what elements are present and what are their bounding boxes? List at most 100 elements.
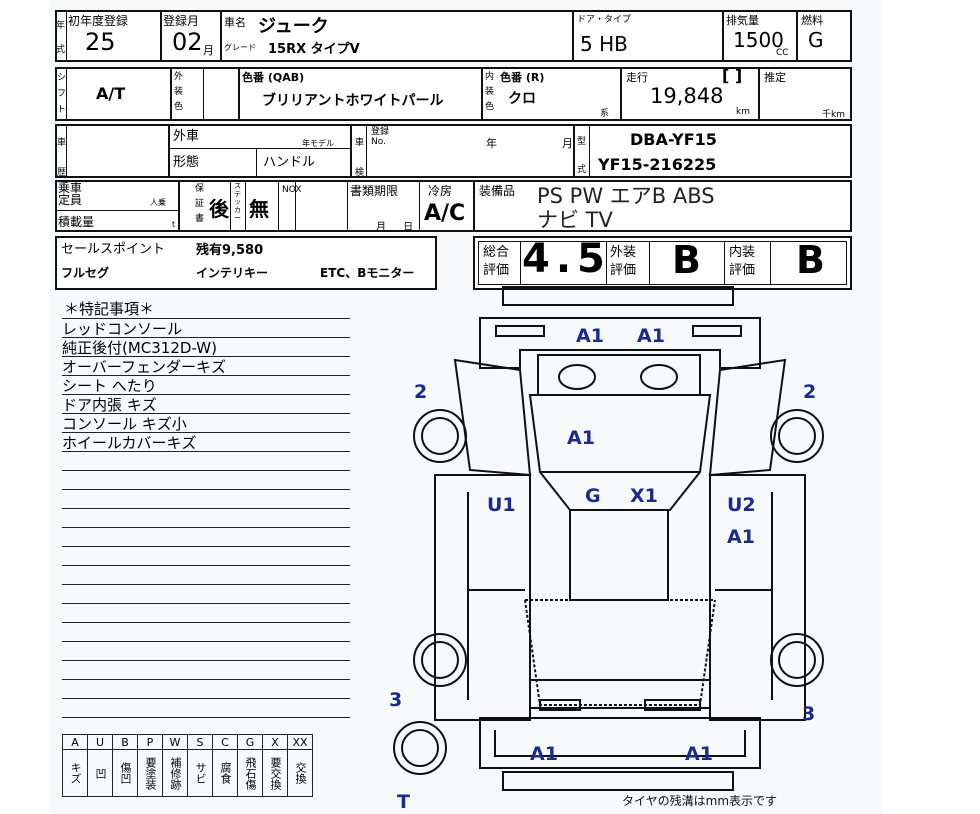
mark-roof: X1: [630, 485, 658, 507]
notes-rule-line: [62, 641, 350, 642]
note-item: ドア内張 キズ: [62, 396, 157, 414]
overall-score: 4.5: [522, 236, 611, 282]
estimate-label: 推定: [764, 71, 786, 84]
notes-rule-line: [62, 489, 350, 490]
estimate-unit: 千km: [822, 110, 845, 120]
chassis-number: YF15-216225: [598, 155, 717, 174]
mark-spare: T: [397, 791, 410, 813]
mileage-value: 19,848: [650, 84, 724, 108]
legend-meaning: 腐食: [212, 749, 238, 797]
note-item: シート へたり: [62, 377, 157, 395]
ac-value: A/C: [424, 201, 466, 226]
equipment-line-2: ナビ TV: [537, 208, 613, 232]
notes-rule-line: [62, 413, 350, 414]
displacement-label: 排気量: [726, 14, 759, 27]
tire-icons: [393, 409, 824, 775]
year-unit: 年: [486, 137, 497, 150]
reg-no-label: 登録 No.: [371, 127, 390, 147]
int-code-label: 色番 (R): [500, 71, 545, 84]
load-unit: t: [172, 220, 176, 229]
nox-label: NOX: [282, 185, 302, 195]
capacity-unit: 人乗: [150, 198, 166, 207]
notes-rule-line: [62, 394, 350, 395]
reg-month-value: 02: [172, 28, 203, 56]
sales-point-label: セールスポイント: [61, 242, 166, 257]
notes-title: ＊特記事項＊: [64, 300, 155, 318]
km-unit: km: [736, 107, 750, 117]
sales-item: ETC、Bモニター: [320, 266, 415, 280]
mileage-bracket: [ ]: [722, 66, 743, 85]
month-unit: 月: [203, 44, 214, 57]
first-reg-label: 初年度登録: [68, 14, 129, 28]
notes-rule-line: [62, 717, 350, 718]
fuel-value: G: [808, 28, 824, 52]
warranty-label: 保証書: [195, 184, 205, 224]
legend-meaning: 補修跡: [162, 749, 188, 797]
model-label: 型式: [577, 137, 587, 175]
shift-label: シフト: [57, 73, 67, 115]
year-label: 年式: [56, 21, 66, 55]
tire-note: タイヤの残溝はmm表示です: [622, 794, 777, 808]
int-color-value: クロ: [508, 91, 536, 107]
note-item: 純正後付(MC312D-W): [62, 339, 217, 357]
notes-rule-line: [62, 565, 350, 566]
ac-label: 冷房: [428, 184, 453, 198]
interior-score: B: [796, 238, 825, 282]
ext-color-label: 外装色: [174, 72, 184, 112]
mileage-label: 走行: [626, 71, 648, 84]
mark-front-bumper-left: A1: [576, 325, 604, 347]
fuel-label: 燃料: [801, 14, 823, 27]
history-label: 車歴: [57, 138, 67, 178]
equipment-label: 装備品: [479, 184, 516, 198]
mark-tire-fl: 2: [414, 381, 427, 403]
grade-value: 15RX タイプV: [268, 42, 360, 57]
mark-hood: A1: [567, 427, 595, 449]
sales-point-line-1: 残有9,580: [196, 243, 264, 258]
mark-tire-fr: 2: [803, 381, 816, 403]
docs-unit: 月 日: [376, 222, 414, 233]
sticker-label: ステッカー: [234, 182, 241, 222]
door-type-value: 5 HB: [580, 32, 628, 56]
model-code: DBA-YF15: [630, 130, 717, 149]
interior-score-label: 内装評価: [729, 245, 756, 278]
legend-meaning: 飛石傷: [237, 749, 263, 797]
sales-item: インテリキー: [196, 266, 269, 280]
handle-label: ハンドル: [263, 155, 316, 170]
notes-rule-line: [62, 698, 350, 699]
notes-rule-line: [62, 679, 350, 680]
notes-rule-line: [62, 451, 350, 452]
capacity-label: 乗車定員: [58, 181, 83, 207]
notes-rule-line: [62, 584, 350, 585]
mark-front-bumper-right: A1: [637, 325, 665, 347]
mark-rear-left: A1: [530, 743, 558, 765]
int-color-label: 内装色: [485, 72, 495, 112]
exterior-score: B: [672, 238, 701, 282]
legend-meaning: 要交換: [262, 749, 288, 797]
legend-code: XX: [287, 734, 313, 750]
notes-rule-line: [62, 337, 350, 338]
month-unit-2: 月: [562, 137, 573, 150]
warranty-value: 後: [209, 197, 229, 221]
docs-label: 書類期限: [350, 184, 399, 198]
mark-right-door-2: A1: [727, 526, 755, 548]
cc-unit: CC: [776, 48, 789, 58]
row-1: [55, 10, 852, 62]
note-item: オーバーフェンダーキズ: [62, 358, 226, 376]
load-label: 積載量: [58, 215, 95, 229]
notes-rule-line: [62, 432, 350, 433]
sticker-value: 無: [249, 197, 269, 221]
notes-rule-line: [62, 356, 350, 357]
grade-label: グレード: [224, 43, 256, 52]
color-value: ブリリアントホワイトパール: [262, 93, 444, 109]
mark-left-door: U1: [487, 494, 516, 516]
legend-meaning: 凹: [87, 749, 113, 797]
int-color-unit: 系: [600, 109, 610, 119]
mark-windshield: G: [585, 485, 601, 507]
reg-month-label: 登録月: [163, 14, 200, 28]
note-item: コンソール キズ小: [62, 415, 187, 433]
notes-rule-line: [62, 508, 350, 509]
car-outline: [434, 286, 806, 791]
shift-value: A/T: [96, 84, 126, 103]
